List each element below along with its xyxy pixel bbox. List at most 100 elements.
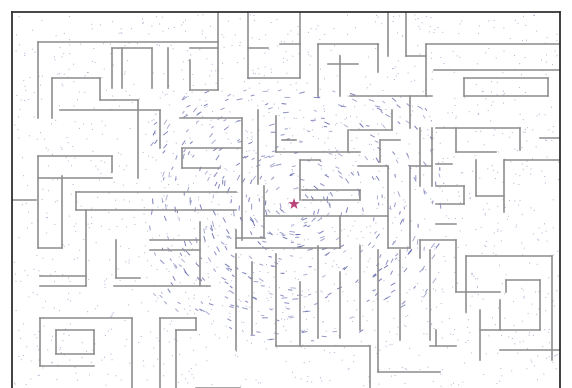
dust-dot <box>268 49 269 50</box>
dust-dot <box>157 297 158 298</box>
dust-dot <box>196 262 197 263</box>
dust-dot <box>375 48 376 49</box>
dust-dot <box>519 63 520 64</box>
dust-dot <box>351 140 352 141</box>
dust-dot <box>547 157 548 158</box>
dust-dot <box>70 301 71 302</box>
dust-dot <box>362 214 363 215</box>
dust-dot <box>125 261 126 262</box>
dust-dot <box>255 73 256 74</box>
dust-dot <box>296 83 297 84</box>
dust-dot <box>291 226 292 227</box>
dust-dot <box>151 25 152 26</box>
dust-dot <box>537 356 538 357</box>
dust-dot <box>237 192 238 193</box>
dust-dot <box>511 370 512 371</box>
dust-dot <box>469 111 470 112</box>
dust-dot <box>162 92 163 93</box>
dust-dot <box>281 318 282 319</box>
dust-dot <box>72 146 73 147</box>
dust-dot <box>111 316 112 317</box>
dust-dot <box>185 378 186 379</box>
dust-dot <box>119 106 120 107</box>
dust-dot <box>221 91 222 92</box>
dust-dot <box>148 122 149 123</box>
dust-dot <box>88 279 89 280</box>
dust-dot <box>417 45 418 46</box>
dust-dot <box>454 272 455 273</box>
dust-dot <box>406 206 407 207</box>
dust-dot <box>73 184 74 185</box>
dust-dot <box>395 217 396 218</box>
dust-dot <box>434 328 435 329</box>
dust-dot <box>502 133 503 134</box>
dust-dot <box>533 15 534 16</box>
dust-dot <box>393 68 394 69</box>
dust-dot <box>122 219 123 220</box>
dust-dot <box>369 125 370 126</box>
dust-dot <box>556 290 557 291</box>
dust-dot <box>129 95 130 96</box>
dust-dot <box>21 99 22 100</box>
dust-dot <box>279 115 280 116</box>
dust-dot <box>40 85 41 86</box>
dust-dot <box>545 114 546 115</box>
dust-dot <box>494 233 495 234</box>
dust-dot <box>368 261 369 262</box>
dust-dot <box>185 31 186 32</box>
dust-dot <box>88 224 89 225</box>
dust-dot <box>139 99 140 100</box>
dust-dot <box>244 81 245 82</box>
dust-dot <box>520 114 521 115</box>
dust-dot <box>243 331 244 332</box>
dust-dot <box>407 292 408 293</box>
dust-dot <box>265 183 266 184</box>
dust-dot <box>305 207 306 208</box>
dust-dot <box>387 77 388 78</box>
dust-dot <box>287 198 288 199</box>
trail-mark <box>271 266 274 267</box>
dust-dot <box>514 201 515 202</box>
dust-dot <box>57 200 58 201</box>
dust-dot <box>59 73 60 74</box>
dust-dot <box>536 314 537 315</box>
dust-dot <box>291 240 292 241</box>
dust-dot <box>525 25 526 26</box>
dust-dot <box>547 37 548 38</box>
dust-dot <box>205 84 206 85</box>
dust-dot <box>411 81 412 82</box>
dust-dot <box>320 69 321 70</box>
dust-dot <box>62 84 63 85</box>
dust-dot <box>313 317 314 318</box>
dust-dot <box>134 224 135 225</box>
dust-dot <box>101 360 102 361</box>
dust-dot <box>523 16 524 17</box>
dust-dot <box>355 27 356 28</box>
dust-dot <box>91 223 92 224</box>
dust-dot <box>276 19 277 20</box>
dust-dot <box>337 150 338 151</box>
dust-dot <box>84 92 85 93</box>
dust-dot <box>248 100 249 101</box>
dust-dot <box>488 20 489 21</box>
dust-dot <box>100 24 101 25</box>
dust-dot <box>373 109 374 110</box>
dust-dot <box>69 360 70 361</box>
dust-dot <box>119 33 120 34</box>
dust-dot <box>541 59 542 60</box>
dust-dot <box>398 327 399 328</box>
dust-dot <box>471 353 472 354</box>
dust-dot <box>500 231 501 232</box>
dust-dot <box>206 150 207 151</box>
dust-dot <box>192 374 193 375</box>
dust-dot <box>431 120 432 121</box>
dust-dot <box>335 124 336 125</box>
dust-dot <box>361 231 362 232</box>
dust-dot <box>398 61 399 62</box>
dust-dot <box>89 227 90 228</box>
dust-dot <box>115 208 116 209</box>
dust-dot <box>533 233 534 234</box>
dust-dot <box>387 301 388 302</box>
dust-dot <box>453 156 454 157</box>
